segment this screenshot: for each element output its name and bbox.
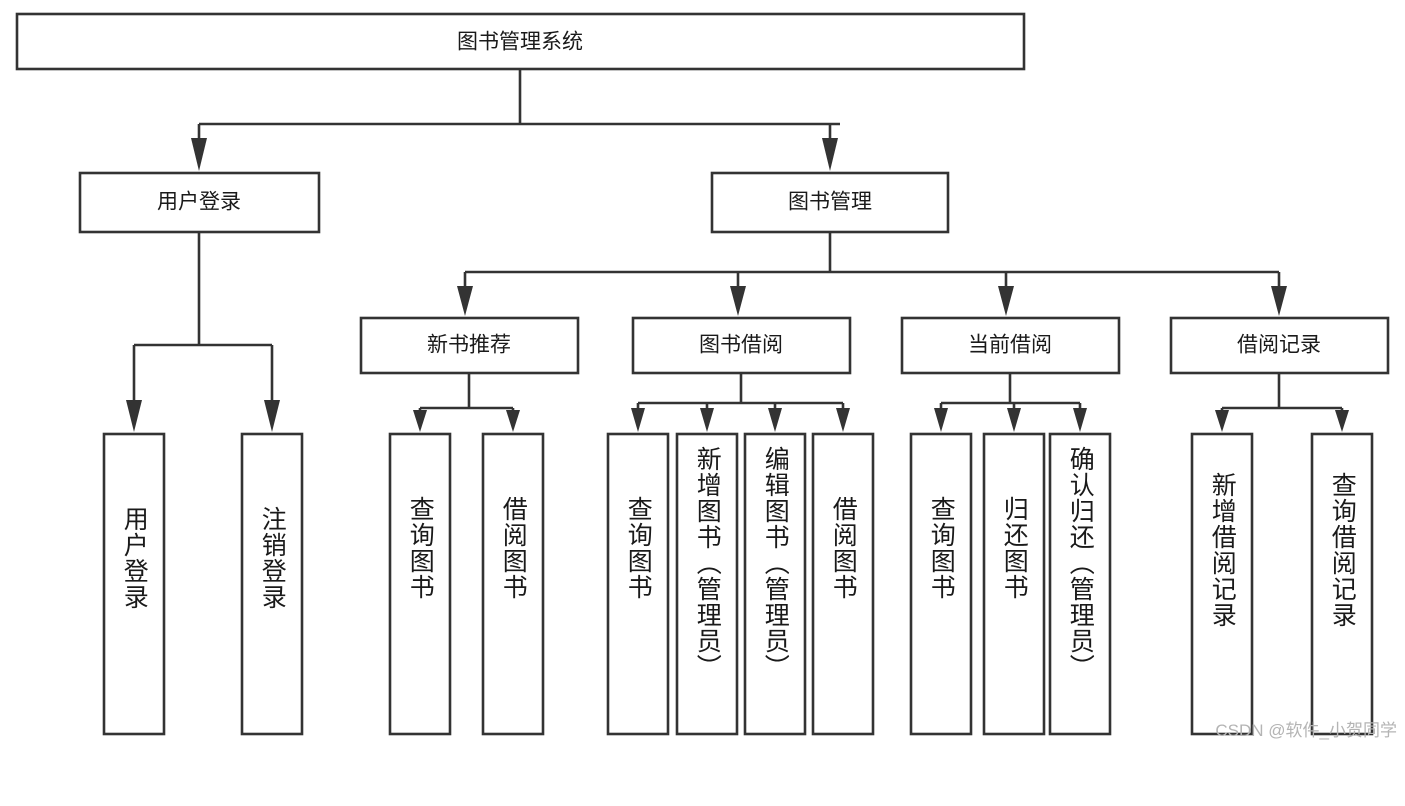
arrow-head-leaf-user-login	[126, 400, 142, 432]
connector-group-root	[191, 69, 840, 171]
node-new-book-recommend[interactable]: 新书推荐	[359, 316, 580, 375]
node-user-login[interactable]: 用户登录	[78, 171, 321, 234]
leaf-boxes	[102, 432, 1374, 736]
arrow-head-leaf-return-book	[1007, 408, 1021, 432]
arrow-head-new-book-recommend	[457, 286, 473, 316]
node-current-borrow[interactable]: 当前借阅	[900, 316, 1121, 375]
arrow-head-leaf-query-book-borrow	[631, 408, 645, 432]
arrow-head-current-borrow	[998, 286, 1014, 316]
node-borrow-record[interactable]: 借阅记录	[1169, 316, 1390, 375]
arrow-head-leaf-query-book-cur	[934, 408, 948, 432]
connector-group-current-borrow	[934, 373, 1087, 432]
leaf-box-return-book[interactable]	[982, 432, 1046, 736]
arrow-head-leaf-query-book-rec	[413, 410, 427, 432]
leaf-box-confirm-return[interactable]	[1048, 432, 1112, 736]
node-book-manage-box[interactable]	[710, 171, 950, 234]
leaf-box-add-record[interactable]	[1190, 432, 1254, 736]
leaf-box-logout[interactable]	[240, 432, 304, 736]
node-new-book-recommend-label: 新书推荐	[427, 334, 511, 357]
connector-group-borrow-record	[1215, 373, 1349, 432]
leaf-box-edit-book[interactable]	[743, 432, 807, 736]
watermark-text: CSDN @软件_小贺同学	[1215, 721, 1397, 740]
arrow-head-user-login	[191, 138, 207, 171]
arrow-head-leaf-logout	[264, 400, 280, 432]
leaf-box-query-book-rec[interactable]	[388, 432, 452, 736]
leaf-box-borrow-book[interactable]	[811, 432, 875, 736]
leaf-box-query-book-cur[interactable]	[909, 432, 973, 736]
leaf-box-query-record[interactable]	[1310, 432, 1374, 736]
node-user-login-box[interactable]	[78, 171, 321, 234]
node-book-manage-label: 图书管理	[788, 191, 872, 214]
connector-group-user-login	[126, 232, 280, 432]
arrow-head-leaf-borrow-book-rec	[506, 410, 520, 432]
node-user-login-label: 用户登录	[157, 191, 241, 214]
arrow-head-leaf-borrow-book	[836, 408, 850, 432]
diagram-canvas: 图书管理系统 用户登录 图书管理 新书推荐 图书借阅 当前借阅 借阅记录	[15, 12, 1390, 736]
node-root[interactable]: 图书管理系统	[15, 12, 1026, 71]
arrow-head-leaf-add-record	[1215, 410, 1229, 432]
leaf-box-user-login[interactable]	[102, 432, 166, 736]
node-root-box[interactable]	[15, 12, 1026, 71]
node-book-borrow-box[interactable]	[631, 316, 852, 375]
arrow-head-book-manage	[822, 138, 838, 171]
node-current-borrow-box[interactable]	[900, 316, 1121, 375]
connector-group-book-borrow	[631, 373, 850, 432]
arrow-head-leaf-edit-book	[768, 408, 782, 432]
node-book-borrow-label: 图书借阅	[699, 334, 783, 357]
leaf-box-borrow-book-rec[interactable]	[481, 432, 545, 736]
node-current-borrow-label: 当前借阅	[968, 334, 1052, 357]
leaf-box-query-book-borrow[interactable]	[606, 432, 670, 736]
arrow-head-leaf-query-record	[1335, 410, 1349, 432]
leaf-box-add-book[interactable]	[675, 432, 739, 736]
arrow-head-borrow-record	[1271, 286, 1287, 316]
arrow-head-leaf-add-book	[700, 408, 714, 432]
arrow-head-book-borrow	[730, 286, 746, 316]
node-new-book-recommend-box[interactable]	[359, 316, 580, 375]
node-root-label: 图书管理系统	[457, 31, 583, 54]
node-book-borrow[interactable]: 图书借阅	[631, 316, 852, 375]
connector-group-book-manage	[457, 232, 1287, 316]
node-book-manage[interactable]: 图书管理	[710, 171, 950, 234]
connector-group-new-book-recommend	[413, 373, 520, 432]
arrow-head-leaf-confirm-return	[1073, 408, 1087, 432]
diagram-root: 图书管理系统 用户登录 图书管理 新书推荐 图书借阅 当前借阅 借阅记录	[15, 12, 1397, 740]
node-borrow-record-label: 借阅记录	[1237, 334, 1321, 357]
node-borrow-record-box[interactable]	[1169, 316, 1390, 375]
